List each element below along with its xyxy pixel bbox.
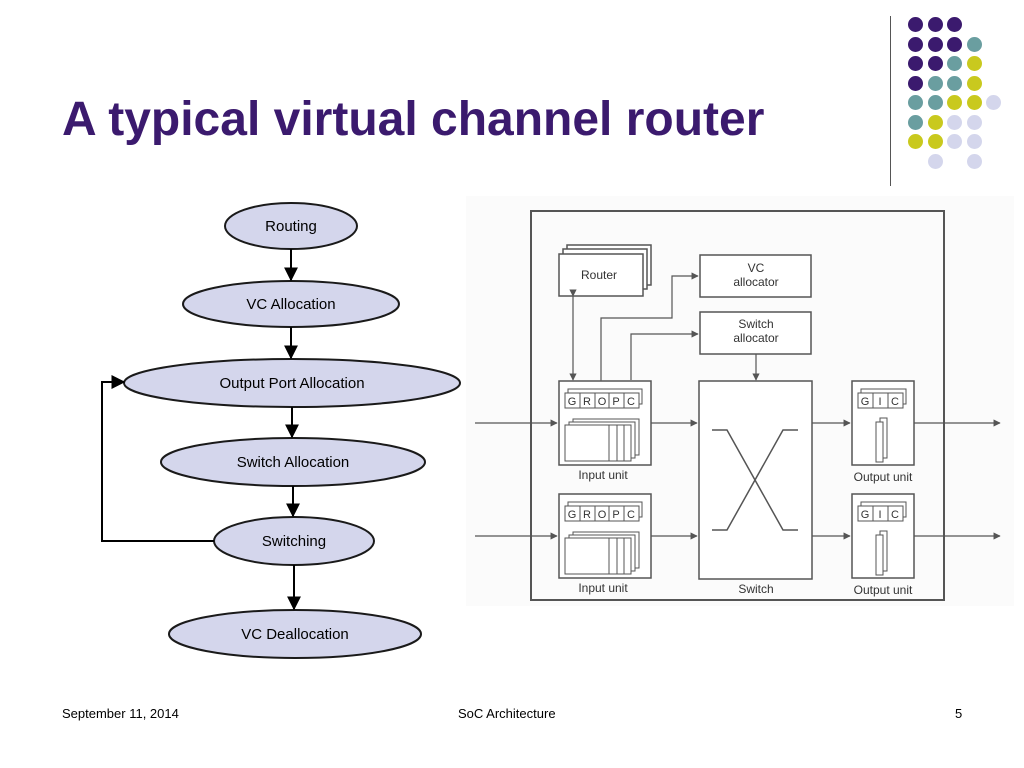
node-switch-allocation-label: Switch Allocation [237, 454, 350, 471]
switch-label: Switch [738, 582, 773, 596]
decorative-dot [947, 114, 962, 130]
output-unit-1-buffer [875, 421, 884, 463]
decorative-dot [966, 75, 982, 91]
decorative-dot [908, 114, 923, 130]
input-unit-1-label: Input unit [578, 468, 628, 482]
decorative-dot [966, 114, 982, 130]
input-1-field-o: O [598, 396, 607, 408]
node-routing-label: Routing [265, 218, 317, 235]
pipeline-flowchart: Routing VC Allocation Output Port Alloca… [101, 202, 461, 659]
input-1-field-g: G [568, 396, 577, 408]
output-unit-1-label: Output unit [854, 470, 913, 484]
input-2-field-o: O [598, 509, 607, 521]
vc-allocator-label-line2: allocator [733, 275, 778, 289]
decorative-dot [927, 36, 943, 52]
output-unit-2-label: Output unit [854, 583, 913, 597]
input-unit-2-label: Input unit [578, 581, 628, 595]
output-unit-2-state-fields: G I C [857, 501, 907, 522]
output-1-field-c: C [891, 396, 899, 408]
decorative-dot [947, 75, 962, 91]
decorative-dot [927, 114, 943, 130]
input-1-field-c: C [627, 396, 635, 408]
output-1-field-i: I [878, 396, 881, 408]
node-vc-allocation-label: VC Allocation [246, 296, 335, 313]
decorative-dot [966, 95, 982, 110]
slide-title: A typical virtual channel router [62, 93, 765, 146]
edge-switching-loop-back [101, 375, 214, 542]
decorative-dot [927, 56, 943, 71]
decorative-dot [927, 75, 943, 91]
decorative-dot [908, 17, 923, 32]
node-switching-label: Switching [262, 533, 326, 550]
decorative-dot [908, 75, 923, 91]
input-unit-1-state-fields: G R O P C [564, 388, 643, 409]
decorative-dot [927, 95, 943, 110]
output-unit-2-buffer [875, 534, 884, 576]
decorative-dot [947, 56, 962, 71]
footer-course-name: SoC Architecture [458, 706, 556, 721]
output-2-field-i: I [878, 509, 881, 521]
decorative-dot [966, 56, 982, 71]
decorative-dot [927, 17, 943, 32]
router-outer-frame [530, 210, 945, 601]
switch-allocator-label-line2: allocator [733, 331, 778, 345]
decorative-dot [947, 36, 962, 52]
decorative-dot [908, 36, 923, 52]
decorative-dot [966, 153, 982, 169]
router-block-diagram: Router VC allocator Switch allocator G R… [466, 196, 1014, 606]
decorative-dot [966, 134, 982, 149]
input-2-field-c: C [627, 509, 635, 521]
switch-crossbar-path-2 [712, 429, 798, 531]
input-2-field-g: G [568, 509, 577, 521]
input-unit-2-state-fields: G R O P C [564, 501, 643, 522]
router-label: Router [581, 268, 617, 282]
output-2-field-g: G [861, 509, 870, 521]
decorative-dot [908, 134, 923, 149]
node-output-port-allocation-label: Output Port Allocation [219, 375, 364, 392]
output-2-field-c: C [891, 509, 899, 521]
decorative-dot [947, 134, 962, 149]
decorative-dot [908, 95, 923, 110]
input-unit-1-buffers [564, 418, 640, 462]
title-divider [890, 16, 891, 186]
input-1-field-p: P [612, 396, 619, 408]
decorative-dot [927, 153, 943, 169]
input-1-field-r: R [583, 396, 591, 408]
input-2-field-p: P [612, 509, 619, 521]
vc-allocator-label-line1: VC [748, 261, 765, 275]
footer-page-number: 5 [955, 706, 963, 721]
input-2-field-r: R [583, 509, 591, 521]
decorative-dot [927, 134, 943, 149]
decorative-dot [947, 17, 962, 32]
switch-allocator-link [630, 330, 699, 380]
decorative-dot [966, 36, 982, 52]
decorative-dot [986, 95, 1001, 110]
switch-allocator-label-line1: Switch [738, 317, 773, 331]
vc-allocator-link [597, 272, 699, 387]
decorative-dot [947, 95, 962, 110]
vc-allocator-box [699, 254, 812, 298]
footer-date: September 11, 2014 [62, 706, 179, 721]
output-1-field-g: G [861, 396, 870, 408]
output-unit-1-state-fields: G I C [857, 388, 907, 409]
node-vc-deallocation-label: VC Deallocation [241, 626, 349, 643]
decorative-dot [908, 56, 923, 71]
input-unit-2-buffers [564, 531, 640, 575]
